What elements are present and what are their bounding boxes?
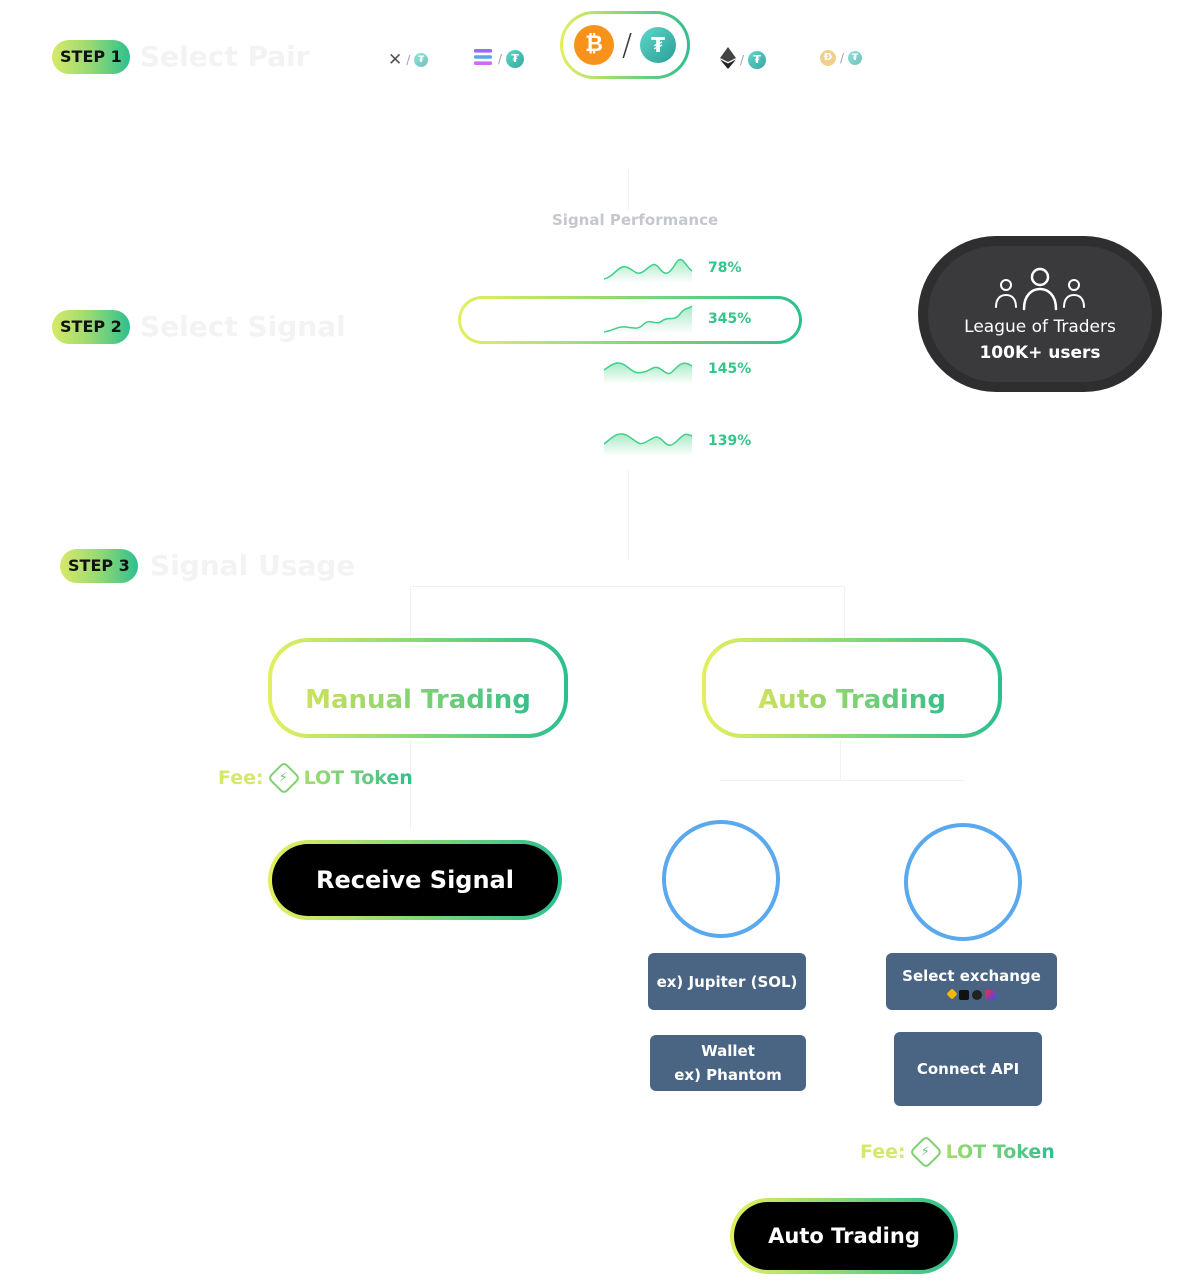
receive-signal-button[interactable]: Receive Signal xyxy=(268,840,562,920)
binance-icon xyxy=(946,987,958,1000)
pair-eth-usdt[interactable]: / ₮ xyxy=(720,47,767,73)
pair-x-usdt[interactable]: ✕ / ₮ xyxy=(388,50,429,70)
x-icon: ✕ xyxy=(388,50,403,70)
step3-badge: STEP 3 xyxy=(60,549,138,583)
sparkline xyxy=(604,362,693,384)
league-user-count: 100K+ users xyxy=(979,343,1101,363)
lot-token-label: LOT Token xyxy=(303,767,413,789)
receive-signal-label: Receive Signal xyxy=(272,844,558,916)
league-title: League of Traders xyxy=(964,317,1116,337)
auto-trading-button-label: Auto Trading xyxy=(734,1202,954,1270)
auto-fee: Fee: ⚡ LOT Token xyxy=(860,1135,1055,1169)
tether-icon: ₮ xyxy=(506,50,525,68)
bitcoin-icon: ₿ xyxy=(573,25,614,65)
connector-line xyxy=(720,780,964,781)
step3-title: Signal Usage xyxy=(150,549,356,582)
auto-trading-label: Auto Trading xyxy=(758,685,946,715)
signal-row[interactable]: 139% xyxy=(490,426,780,458)
pair-sol-usdt[interactable]: / ₮ xyxy=(472,47,525,71)
tether-icon: ₮ xyxy=(748,51,767,69)
exchange-icons xyxy=(946,987,995,1000)
pair-slash: / xyxy=(740,53,745,67)
sparkline xyxy=(604,305,693,334)
lot-token-icon: ⚡ xyxy=(908,1135,943,1169)
bitget-icon xyxy=(985,989,995,1000)
tether-icon: ₮ xyxy=(414,53,429,67)
connector-line xyxy=(410,740,411,830)
signal-percent: 139% xyxy=(708,433,752,449)
wallet-label: Wallet xyxy=(701,1042,755,1060)
connector-line xyxy=(628,470,629,560)
select-exchange-box[interactable]: Select exchange xyxy=(886,953,1057,1010)
signal-row[interactable]: 145% xyxy=(490,354,780,386)
connect-api-label: Connect API xyxy=(916,1060,1020,1078)
jupiter-box[interactable]: ex) Jupiter (SOL) xyxy=(648,953,806,1010)
league-of-traders-badge: League of Traders 100K+ users xyxy=(918,236,1162,392)
wallet-example-label: ex) Phantom xyxy=(674,1066,782,1084)
manual-trading-label: Manual Trading xyxy=(305,685,531,715)
lot-token-label: LOT Token xyxy=(945,1141,1055,1163)
bybit-icon xyxy=(972,989,982,1000)
connect-api-box[interactable]: Connect API xyxy=(894,1032,1042,1106)
connector-line xyxy=(840,740,841,780)
step2-badge: STEP 2 xyxy=(52,310,130,344)
signal-percent: 345% xyxy=(708,311,752,327)
select-exchange-label: Select exchange xyxy=(902,966,1041,985)
cex-circle xyxy=(904,823,1022,941)
step1-badge: STEP 1 xyxy=(52,40,130,74)
signal-row[interactable]: 78% xyxy=(490,253,780,285)
solana-icon xyxy=(472,47,494,71)
fee-label: Fee: xyxy=(218,767,264,789)
auto-trading-button[interactable]: Auto Trading xyxy=(730,1198,958,1274)
pair-slash: / xyxy=(406,53,411,67)
signal-row-selected[interactable]: 345% xyxy=(490,304,780,336)
manual-trading-card[interactable]: Manual Trading xyxy=(268,638,568,738)
okx-icon xyxy=(959,989,969,1000)
fee-label: Fee: xyxy=(860,1141,906,1163)
connector-line xyxy=(410,586,844,587)
pair-slash: / xyxy=(840,51,845,65)
auto-trading-card[interactable]: Auto Trading xyxy=(702,638,1002,738)
pair-btc-usdt-selected[interactable]: ₿ / ₮ xyxy=(560,11,690,79)
pair-slash: / xyxy=(621,27,633,63)
connector-line xyxy=(410,586,411,638)
tether-icon: ₮ xyxy=(848,51,863,65)
signal-percent: 145% xyxy=(708,361,752,377)
jupiter-label: ex) Jupiter (SOL) xyxy=(656,972,798,991)
dogecoin-icon: Ð xyxy=(820,50,836,66)
dex-circle xyxy=(662,820,780,938)
pair-doge-usdt[interactable]: Ð / ₮ xyxy=(820,50,863,66)
manual-fee: Fee: ⚡ LOT Token xyxy=(218,761,413,795)
pair-slash: / xyxy=(498,52,503,66)
ethereum-icon xyxy=(720,47,736,73)
selected-signal-frame[interactable] xyxy=(458,296,802,344)
signal-percent: 78% xyxy=(708,260,742,276)
lot-token-icon: ⚡ xyxy=(266,761,301,795)
users-icon xyxy=(995,267,1085,311)
connector-line xyxy=(628,170,629,210)
signal-performance-title: Signal Performance xyxy=(552,211,719,229)
step1-title: Select Pair xyxy=(140,40,310,73)
tether-icon: ₮ xyxy=(640,27,677,63)
wallet-box[interactable]: Wallet ex) Phantom xyxy=(650,1035,806,1091)
sparkline xyxy=(604,258,693,283)
sparkline xyxy=(604,433,693,456)
step2-title: Select Signal xyxy=(140,310,346,343)
connector-line xyxy=(844,586,845,638)
